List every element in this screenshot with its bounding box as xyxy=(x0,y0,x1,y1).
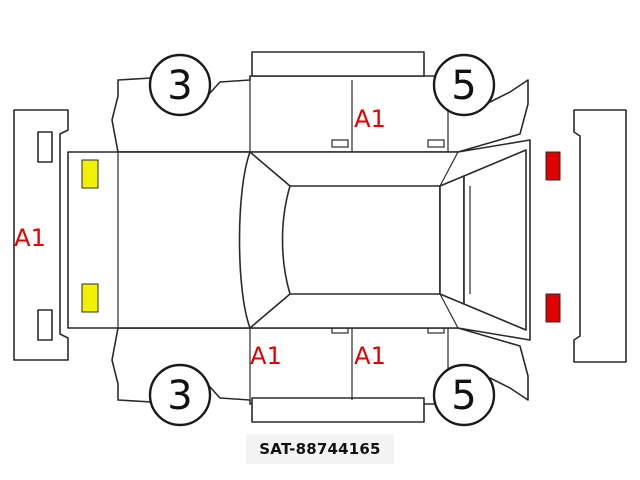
damage-mark-front-bumper: A1 xyxy=(14,224,46,252)
front-bumper-slot-bottom xyxy=(37,309,53,341)
tire-grade-top-right: 5 xyxy=(451,63,476,109)
top-rocker-panel xyxy=(251,51,425,77)
top-front-door-handle xyxy=(331,139,349,148)
rear-bumper xyxy=(573,109,627,363)
trunk-lid xyxy=(463,149,527,331)
tire-bottom-right: 5 xyxy=(432,363,496,427)
tire-top-left: 3 xyxy=(148,53,212,117)
front-bumper-slot-top xyxy=(37,131,53,163)
front-lamp-top xyxy=(81,159,99,189)
tire-bottom-left: 3 xyxy=(148,363,212,427)
stock-number: SAT-88744165 xyxy=(246,434,394,464)
damage-mark-left-rear-door: A1 xyxy=(354,342,386,370)
tire-grade-bottom-right: 5 xyxy=(451,373,476,419)
top-rear-door-handle xyxy=(427,139,445,148)
rear-window xyxy=(439,175,465,305)
damage-mark-left-front-door: A1 xyxy=(250,342,282,370)
tire-top-right: 5 xyxy=(432,53,496,117)
damage-mark-right-doors: A1 xyxy=(354,105,386,133)
windshield xyxy=(238,151,291,329)
tire-grade-bottom-left: 3 xyxy=(167,373,192,419)
rear-lamp-bottom xyxy=(545,293,561,323)
front-lamp-bottom xyxy=(81,283,99,313)
front-bumper xyxy=(13,109,69,361)
tire-grade-top-left: 3 xyxy=(167,63,192,109)
bottom-rocker-panel xyxy=(251,397,425,423)
roof xyxy=(281,185,441,295)
rear-lamp-top xyxy=(545,151,561,181)
